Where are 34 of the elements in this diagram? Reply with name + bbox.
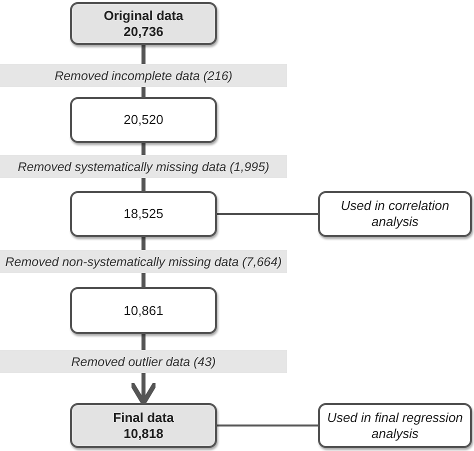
note-box	[318, 403, 472, 448]
process-box	[70, 403, 217, 448]
box-heading: Final data	[113, 410, 174, 426]
step-label: Removed systematically missing data (1,995)	[18, 160, 270, 174]
process-box	[70, 287, 217, 334]
connector-line	[142, 237, 146, 250]
connector-line	[142, 87, 146, 97]
count-text: 20,736	[124, 24, 164, 40]
step-band	[0, 64, 287, 87]
connector-line	[217, 424, 318, 426]
step-band	[0, 350, 287, 373]
connector-line	[217, 213, 318, 215]
step-label: Removed non-systematically missing data (7,664)	[5, 254, 282, 268]
connector-line	[142, 334, 146, 350]
connector-line	[142, 45, 146, 64]
box-heading: Original data	[104, 8, 184, 24]
note-text: Used in correlation analysis	[340, 198, 450, 230]
step-band	[0, 250, 287, 273]
step-label: Removed incomplete data (216)	[54, 68, 232, 82]
connector-line	[142, 178, 146, 191]
count-text: 10,818	[124, 426, 164, 442]
count-text: 18,525	[124, 206, 164, 222]
count-text: 10,861	[124, 302, 164, 318]
step-band	[0, 155, 287, 178]
connector-line	[142, 273, 146, 287]
arrow	[129, 373, 158, 406]
process-box	[70, 97, 217, 143]
process-box	[70, 191, 217, 237]
process-box	[70, 2, 217, 45]
step-label: Removed outlier data (43)	[71, 354, 216, 368]
connector-line	[142, 143, 146, 155]
note-text: Used in final regression analysis	[326, 410, 464, 442]
note-box	[318, 191, 472, 237]
count-text: 20,520	[124, 112, 164, 128]
